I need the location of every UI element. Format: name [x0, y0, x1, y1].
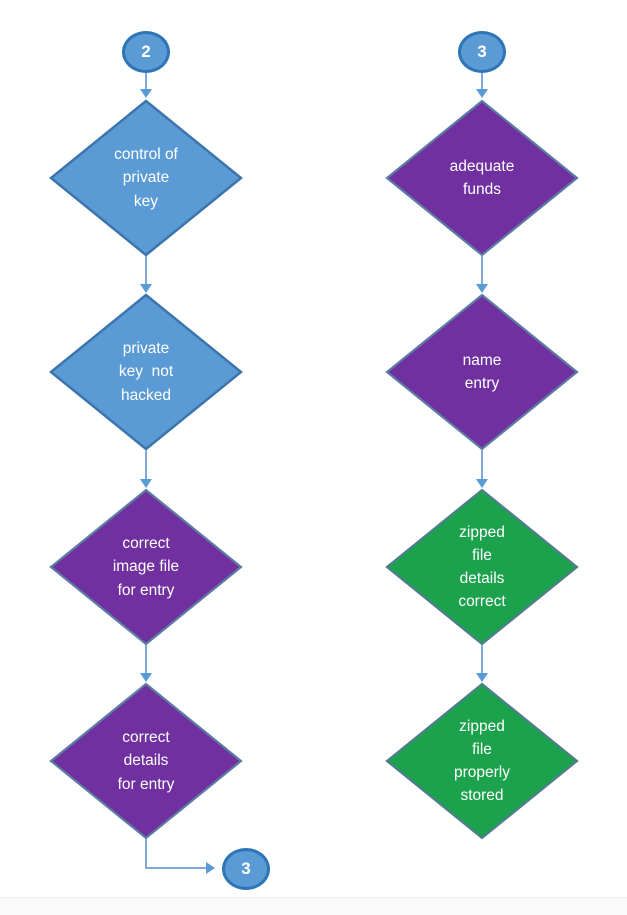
decision-label: zipped file details correct [458, 523, 506, 611]
arrow-down-icon [140, 284, 152, 293]
diamond-shape [385, 682, 579, 840]
arrow-down-icon [140, 89, 152, 98]
diamond-shape [49, 99, 243, 257]
arrow-down-icon [476, 479, 488, 488]
terminal-3-top-right: 3 [458, 31, 506, 73]
connector-elbow-vertical [145, 839, 147, 869]
connector-elbow-horizontal [145, 867, 207, 869]
decision-label: correct details for entry [117, 729, 175, 793]
connector-line [481, 256, 483, 285]
terminal-2-top-left: 2 [122, 31, 170, 73]
connector-line [145, 256, 147, 285]
decision-correct-details-for-entry: correct details for entry [48, 681, 244, 841]
decision-label: control of private key [114, 146, 178, 210]
decision-label: correct image file for entry [112, 535, 180, 599]
arrow-down-icon [140, 673, 152, 682]
decision-name-entry: name entry [384, 292, 580, 452]
terminal-label: 3 [241, 859, 251, 878]
decision-correct-image-file-for-entry: correct image file for entry [48, 487, 244, 647]
connector-line [481, 73, 483, 90]
diamond-shape [49, 488, 243, 646]
terminal-label: 2 [141, 42, 151, 61]
decision-label: adequate funds [449, 157, 515, 198]
arrow-down-icon [476, 284, 488, 293]
decision-adequate-funds: adequate funds [384, 98, 580, 258]
arrow-down-icon [476, 89, 488, 98]
connector-line [145, 450, 147, 480]
terminal-label: 3 [477, 42, 487, 61]
arrow-right-icon [206, 862, 215, 874]
decision-label: zipped file properly stored [454, 717, 510, 805]
diamond-shape [385, 99, 579, 257]
connector-line [481, 645, 483, 674]
connector-line [145, 645, 147, 674]
arrow-down-icon [140, 479, 152, 488]
decision-label: private key not hacked [118, 340, 174, 404]
decision-control-of-private-key: control of private key [48, 98, 244, 258]
connector-line [145, 73, 147, 90]
slide-bottom-margin [0, 897, 627, 915]
diamond-shape [49, 682, 243, 840]
diamond-shape [385, 293, 579, 451]
connector-line [481, 450, 483, 480]
decision-label: name entry [462, 351, 502, 392]
decision-zipped-file-details-correct: zipped file details correct [384, 487, 580, 647]
diamond-shape [385, 488, 579, 646]
decision-zipped-file-properly-stored: zipped file properly stored [384, 681, 580, 841]
diamond-shape [49, 293, 243, 451]
terminal-3-bottom-left: 3 [222, 848, 270, 890]
decision-private-key-not-hacked: private key not hacked [48, 292, 244, 452]
arrow-down-icon [476, 673, 488, 682]
